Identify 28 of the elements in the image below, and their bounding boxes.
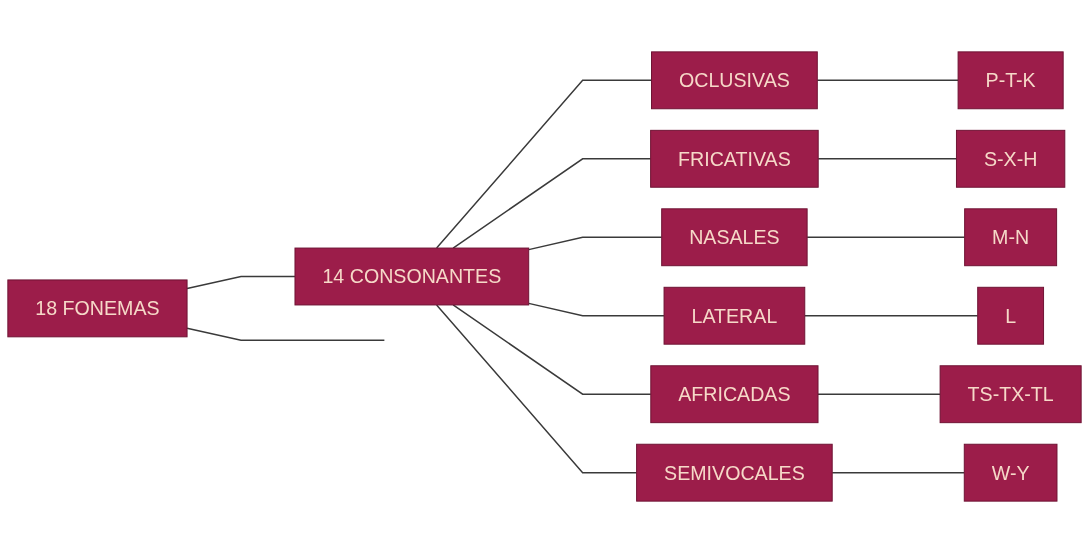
category-box: 14 CONSONANTES	[294, 247, 530, 306]
connector-line	[806, 236, 966, 238]
connector-line	[831, 471, 965, 474]
connector-line	[435, 79, 653, 249]
connector-line	[817, 158, 958, 160]
connector-line	[817, 393, 941, 395]
connector-line	[527, 302, 665, 317]
category-box: NASALES	[661, 208, 808, 267]
category-box: M-N	[964, 208, 1058, 267]
connector-line	[435, 304, 638, 474]
connector-line	[452, 304, 652, 395]
category-box: FRICATIVAS	[650, 129, 819, 188]
connector-line	[816, 79, 959, 82]
connector-line	[186, 327, 386, 341]
category-box: LATERAL	[663, 286, 806, 345]
category-box: TS-TX-TL	[939, 365, 1082, 424]
category-box: 18 FONEMAS	[7, 279, 188, 338]
connector-line	[452, 158, 652, 249]
connector-line	[186, 275, 296, 290]
category-box: W-Y	[963, 443, 1058, 502]
category-box: P-T-K	[957, 51, 1064, 110]
connector-line	[804, 315, 979, 317]
connector-line	[527, 236, 663, 251]
category-box: S-X-H	[955, 129, 1066, 188]
category-box: L	[977, 286, 1045, 345]
category-box: OCLUSIVAS	[651, 51, 818, 110]
category-box: SEMIVOCALES	[636, 443, 833, 502]
category-box: AFRICADAS	[650, 365, 819, 424]
